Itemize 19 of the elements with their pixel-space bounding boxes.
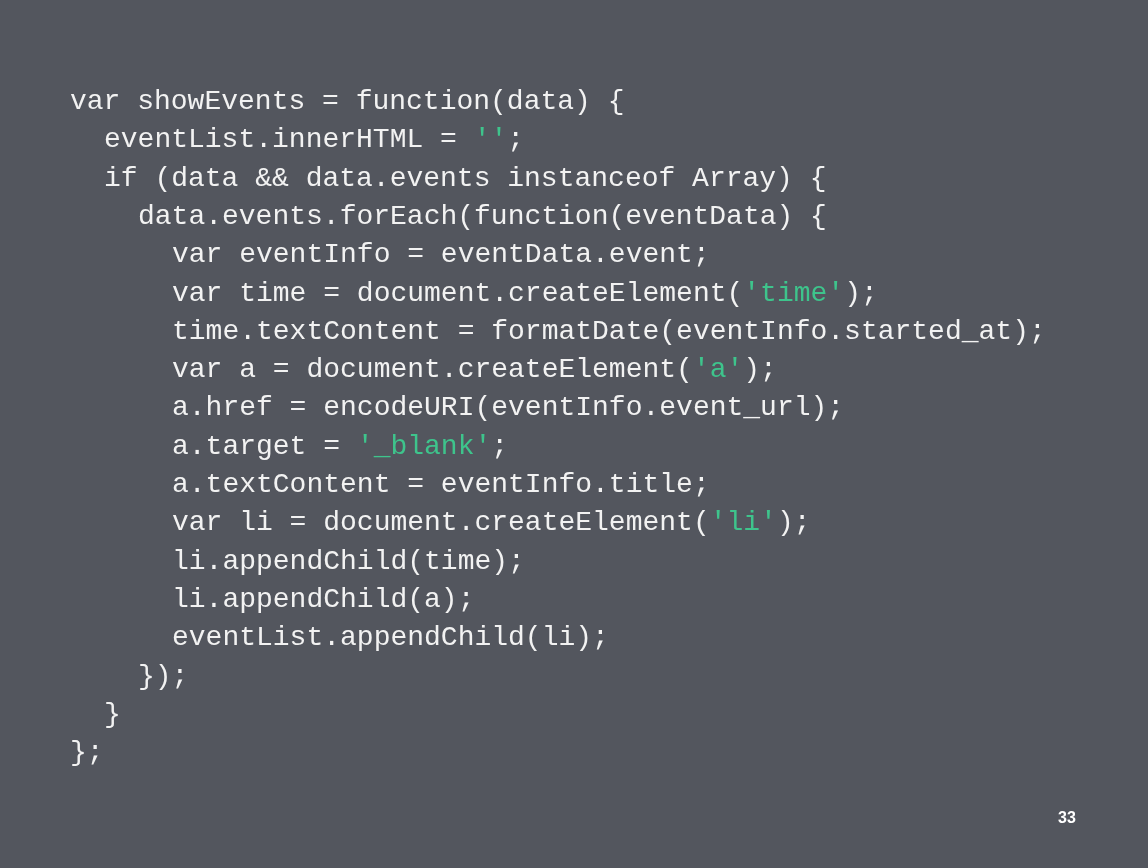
code-line: eventList.appendChild(li); bbox=[172, 621, 609, 656]
page-number: 33 bbox=[1058, 809, 1076, 827]
code-line: a.textContent = eventInfo.title; bbox=[172, 468, 710, 502]
code-line: var time = document.createElement('time'); bbox=[172, 276, 878, 311]
code-line: a.href = encodeURI(eventInfo.event_url); bbox=[172, 391, 845, 426]
code-line: }; bbox=[70, 736, 104, 771]
code-line: a.target = '_blank'; bbox=[172, 429, 509, 464]
code-line: data.events.forEach(function(eventData) { bbox=[138, 199, 827, 234]
code-line: eventList.innerHTML = ''; bbox=[104, 123, 525, 158]
code-line: var showEvents = function(data) { bbox=[70, 85, 625, 119]
code-line: time.textContent = formatDate(eventInfo.started_at); bbox=[172, 314, 1046, 349]
code-line: if (data && data.events instanceof Array) { bbox=[104, 161, 827, 196]
code-line: var li = document.createElement('li'); bbox=[172, 506, 811, 541]
code-line: li.appendChild(a); bbox=[172, 582, 475, 617]
code-line: li.appendChild(time); bbox=[172, 544, 525, 579]
code-line: }); bbox=[138, 659, 189, 694]
code-line: var eventInfo = eventData.event; bbox=[172, 238, 710, 273]
code-line: var a = document.createElement('a'); bbox=[172, 353, 777, 388]
code-line: } bbox=[104, 697, 121, 732]
